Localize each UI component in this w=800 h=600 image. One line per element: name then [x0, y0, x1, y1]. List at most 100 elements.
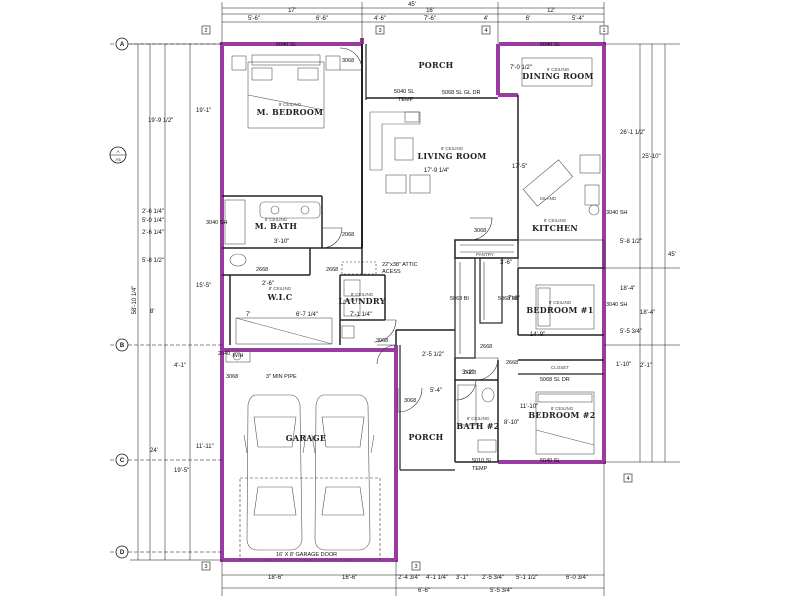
dim-left-mid-1: 19'-9 1/2": [148, 118, 173, 124]
door-2668-d: 2668: [480, 344, 492, 350]
window-3040-l: 3040 SH: [206, 220, 227, 226]
bedroom1-ceiling: 8' CEILING: [549, 300, 572, 305]
dim-right-inner-3: 18'-4": [620, 286, 635, 292]
tag-2: 3: [378, 28, 381, 34]
window-porch: 5040 SL: [394, 89, 415, 95]
dining-ceiling: 9' CEILING: [547, 67, 570, 72]
section-ref-top: A: [116, 149, 119, 154]
dim-right-inner-2: 5'-8 1/2": [620, 239, 642, 245]
window-bottom-2: 5010 SL: [472, 458, 493, 464]
tag-4: 4: [626, 476, 629, 482]
dim-bottom-4: 4'-1 1/4": [426, 575, 448, 581]
dim-top-3: 12': [547, 8, 555, 14]
door-3068-f: 3068: [404, 398, 416, 404]
door-3068-d: 3068: [474, 228, 486, 234]
m-bath-label: M. BATH: [255, 221, 298, 231]
window-3040-r2: 3040 SH: [606, 302, 627, 308]
bath2-ceiling: 8' CEILING: [467, 416, 490, 421]
dim-left-inner-6: 11'-11": [196, 444, 214, 450]
garage-label: GARAGE: [286, 433, 327, 443]
dim-right-mid-1: 26'-1 1/2": [620, 130, 645, 136]
closet-label: CLOSET: [551, 365, 569, 370]
attic-access-note: 22"x38" ATTIC: [382, 262, 418, 268]
dim-top2-5: 4': [484, 16, 488, 22]
dim-bottom-1: 18'-6": [268, 575, 283, 581]
dim-int-11: 11'-10": [520, 404, 538, 410]
door-5068-b: 5068 BI: [498, 296, 517, 302]
door-3068-e: 3068: [464, 370, 476, 376]
dim-int-1: 17'-5": [512, 164, 527, 170]
m-bedroom-ceiling: 9' CEILING: [279, 102, 302, 107]
dim-int-9: 2'-5 1/2": [422, 352, 444, 358]
wic-ceiling: 8' CEILING: [269, 286, 292, 291]
pantry-shelves: [341, 244, 514, 354]
dim-left-outer: 58'-10 1/4": [132, 286, 138, 315]
dim-bottom2-1: 6'-6": [418, 588, 430, 594]
dim-int-7: 7'-1 1/4": [350, 312, 372, 318]
m-bath-ceiling: 8' CEILING: [265, 217, 288, 222]
m-bedroom-label: M. BEDROOM: [257, 107, 324, 117]
dim-left-inner-1: 19'-1": [196, 108, 211, 114]
dim-int-2: 17'-9 1/4": [424, 168, 449, 174]
dim-bottom-8: 6'-0 3/4": [566, 575, 588, 581]
door-2668-b: 2668: [326, 267, 338, 273]
grid-label-d: D: [120, 550, 125, 556]
door-3068-b: 3068: [376, 338, 388, 344]
dim-int-16: 7'-0 1/2": [510, 65, 532, 71]
dim-bottom-6: 2'-5 3/4": [482, 575, 504, 581]
window-tr: 5040 SL: [540, 42, 561, 48]
bedroom2-ceiling: 8' CEILING: [551, 406, 574, 411]
garage-door-note: 16' X 8' GARAGE DOOR: [276, 552, 337, 558]
dim-int-10: 14'-9": [530, 332, 545, 338]
dim-int-5: 6'-7 1/4": [296, 312, 318, 318]
dim-top2-4: 7'-6": [424, 16, 436, 22]
grid-bubble-d: [115, 545, 129, 559]
dim-left-mid-2: 8': [150, 309, 154, 315]
dim-int-12: 8'-10": [504, 420, 519, 426]
porch-top-label: PORCH: [418, 60, 453, 70]
dining-label: DINING ROOM: [522, 71, 593, 81]
dim-top2-3: 4'-6": [374, 16, 386, 22]
window-3040-r: 3040 SH: [606, 210, 627, 216]
tag-boxes: 2 3 4 4 3 3 1: [201, 25, 633, 571]
living-ceiling: 9' CEILING: [441, 146, 464, 151]
room-labels: 9' CEILING M. BEDROOM PORCH 9' CEILING D…: [233, 60, 596, 443]
grid-bubble-c: [115, 453, 129, 467]
dim-int-4: 7'-8": [508, 296, 520, 302]
dim-int-14: 3'-2": [462, 370, 474, 376]
dim-top-1: 17': [288, 8, 296, 14]
slider-door-note-2: 5068 SL DR: [540, 377, 570, 383]
dim-top2-2: 6'-6": [316, 16, 328, 22]
dim-left-inner-2: 5'-0 1/4": [142, 218, 164, 224]
tag-5: 3: [204, 564, 207, 570]
dim-left-small-2: 2'-6 1/4": [142, 230, 164, 236]
grid-label-a: A: [120, 42, 125, 48]
dim-int-15: 2'-6": [262, 281, 274, 287]
furniture: [224, 54, 601, 455]
dim-left-small-1: 2'-6 1/4": [142, 209, 164, 215]
dim-right-inner-5: 2'-1": [640, 363, 652, 369]
wic-label: W.I.C: [267, 292, 293, 302]
door-3068-c: 3068: [226, 374, 238, 380]
wh-label: W/H: [233, 353, 244, 359]
dim-top2-1: 5'-6": [248, 16, 260, 22]
section-ref-bottom: A5: [115, 157, 121, 162]
dimension-text: 45' 17' 16' 12' 5'-6" 6'-6" 4'-6" 7'-6" …: [132, 2, 676, 594]
window-bottom: 5040 SL: [540, 458, 561, 464]
dim-left-inner-7: 19'-5": [174, 468, 189, 474]
dim-int-17: 1'-10": [616, 362, 631, 368]
laundry-ceiling: 8' CEILING: [351, 292, 374, 297]
pantry-label: PANTRY: [476, 252, 494, 257]
grid-bubble-a: [115, 37, 129, 51]
grid-bubbles: A B C D A A5: [109, 37, 129, 559]
dim-int-8: 3'-10": [274, 239, 289, 245]
dim-bottom2-2: 5'-5 3/4": [490, 588, 512, 594]
dim-int-6: 7': [246, 312, 250, 318]
bedroom1-label: BEDROOM #1: [526, 305, 593, 315]
dim-left-inner-4: 15'-5": [196, 283, 211, 289]
dim-top-2: 16': [426, 8, 434, 14]
door-2068: 2068: [342, 232, 354, 238]
notes: 22"x38" ATTIC ACESS 3" MIN PIPE 16' X 8'…: [206, 42, 627, 558]
min-pipe-note: 3" MIN PIPE: [266, 374, 297, 380]
dim-bottom-2: 16'-6": [342, 575, 357, 581]
